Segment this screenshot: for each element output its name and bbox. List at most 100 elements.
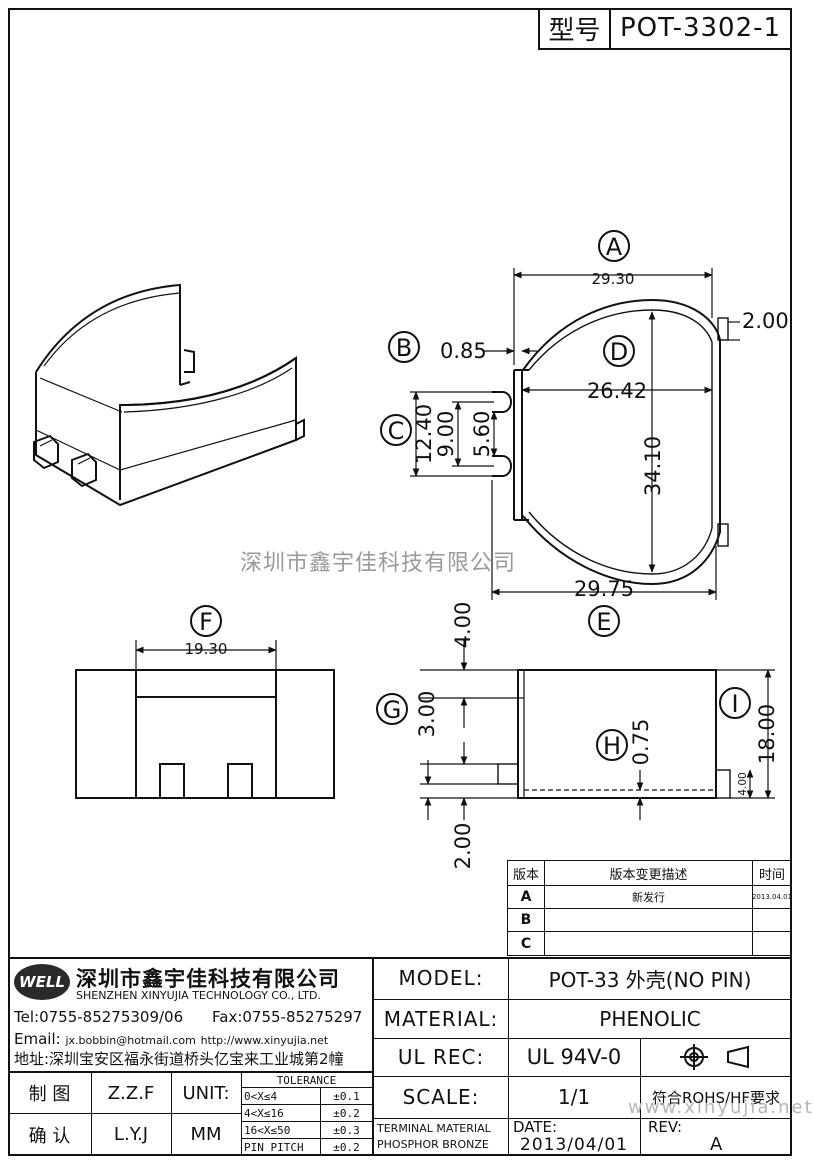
label-H: H [603,732,621,760]
footer-watermark: www.xinyujia.net [628,1097,814,1118]
label-D: D [610,338,628,366]
side-view [420,640,775,820]
rev-row-c-ver: C [507,931,545,956]
rev-row-a-ver: A [507,885,545,909]
dim-small: 4.00 [737,772,749,795]
material-value: PHENOLIC [508,999,792,1039]
tolerance-title: TOLERANCE [241,1073,372,1088]
model-value: POT-33 外壳(NO PIN) [508,957,792,1000]
dim-G: 3.00 [415,691,439,738]
scale-label: SCALE: [374,1076,509,1119]
rev-header-date: 时间 [752,860,792,886]
company-watermark: 深圳市鑫宇佳科技有限公司 [240,551,517,576]
drawing-frame [8,8,792,1156]
company-email[interactable]: jx.bobbin@hotmail.com [65,1034,196,1047]
dim-top: 4.00 [451,602,475,649]
rev-row-c-date [752,931,792,956]
terminal-label-2: PHOSPHOR BRONZE [377,1138,489,1151]
company-tel: Tel:0755-85275309/06 [14,1008,184,1026]
draw-value: Z.Z.F [91,1073,172,1114]
projection-symbol [640,1038,792,1077]
title-block [8,957,792,1158]
dim-F: 19.30 [185,640,228,658]
tol-value-4: ±0.2 [333,1141,360,1154]
tol-range-2: 4<X≤16 [241,1105,321,1122]
rev-cell: REV: A [640,1118,792,1156]
company-logo: WELL [14,964,70,1000]
rev-row-c-desc [544,931,753,956]
company-name-en: SHENZHEN XINYUJIA TECHNOLOGY CO., LTD. [76,989,321,1002]
company-email-row: Email: jx.bobbin@hotmail.com http://www.… [14,1030,328,1048]
dim-A: 29.30 [592,270,635,288]
dim-c-inner: 5.60 [470,411,494,458]
label-I: I [731,690,738,718]
tol-range-4: PIN PITCH [241,1139,321,1156]
company-web[interactable]: http://www.xinyujia.net [200,1034,329,1047]
dim-E: 29.75 [574,577,634,601]
dim-c-outer: 12.40 [412,404,436,464]
label-C: C [388,417,405,445]
tol-range-3: 16<X≤50 [241,1122,321,1139]
header-model-value: POT-3302-1 [619,13,782,43]
label-A: A [606,233,623,261]
dim-height: 34.10 [641,436,665,496]
material-label: MATERIAL: [374,999,509,1039]
tol-value-1: ±0.1 [321,1088,372,1105]
label-F: F [199,608,213,636]
logo-text: WELL [19,973,65,991]
terminal-label-1: TERMINAL MATERIAL [377,1122,491,1135]
rev-label: REV: [648,1118,682,1136]
title-divider [372,957,374,1156]
company-fax: Fax:0755-85275297 [212,1008,363,1026]
rev-row-b-ver: B [507,908,545,932]
label-E: E [596,608,611,636]
dim-I: 18.00 [755,704,779,764]
company-email-label: Email: [14,1030,61,1048]
unit-value: MM [171,1113,242,1156]
scale-value: 1/1 [508,1076,641,1119]
rev-header-version: 版本 [507,860,545,886]
company-divider [8,1071,374,1073]
rev-row-a-desc: 新发行 [544,885,753,909]
label-G: G [383,696,402,724]
drawing-canvas: A B D C E F G H I 29.30 2.00 0.85 26.42 … [33,230,789,869]
dim-H: 0.75 [629,719,653,766]
label-B: B [396,334,412,362]
date-cell: DATE: 2013/04/01 [508,1118,641,1156]
revision-table: 版本 版本变更描述 时间 A 新发行 2013.04.01 B C [507,860,792,960]
unit-label: UNIT: [171,1073,242,1114]
tolerance-table: TOLERANCE 0<X≤4 ±0.1 4<X≤16 ±0.2 16<X≤50… [241,1073,372,1156]
draw-label: 制 图 [8,1073,92,1114]
projection-icon [680,1044,749,1070]
front-view [75,640,335,799]
company-name-cn: 深圳市鑫宇佳科技有限公司 [76,967,340,991]
rohs-note: 符合ROHS/HF要求 [640,1076,792,1119]
check-label: 确 认 [8,1113,92,1156]
header-model-label: 型号 [548,15,601,46]
top-view [492,298,729,586]
date-value: 2013/04/01 [520,1135,628,1155]
rev-row-b-date [752,908,792,932]
rev-value: A [710,1134,723,1155]
tol-value-2: ±0.2 [321,1105,372,1122]
tol-value-3: ±0.3 [321,1122,372,1139]
check-value: L.Y.J [91,1113,172,1156]
dim-D: 26.42 [587,379,647,403]
model-label: MODEL: [374,957,509,1000]
dim-bottom: 2.00 [451,823,475,870]
header-model-value-cell: POT-3302-1 [609,8,792,50]
dim-B: 0.85 [440,339,487,363]
ulrec-value: UL 94V-0 [508,1038,641,1077]
dim-right: 2.00 [742,309,789,333]
company-address: 地址:深圳宝安区福永街道桥头亿宝来工业城第2幢 [14,1050,344,1068]
rev-row-b-desc [544,908,753,932]
dim-c-mid: 9.00 [434,411,458,458]
header-model-label-cell: 型号 [538,8,611,50]
isometric-view [33,283,305,507]
rev-header-description: 版本变更描述 [544,860,753,886]
tol-range-1: 0<X≤4 [241,1088,321,1105]
rev-row-a-date: 2013.04.01 [752,885,792,909]
ulrec-label: UL REC: [374,1038,509,1077]
terminal-cell: TERMINAL MATERIAL PHOSPHOR BRONZE [374,1118,509,1156]
date-label: DATE: [513,1118,558,1136]
